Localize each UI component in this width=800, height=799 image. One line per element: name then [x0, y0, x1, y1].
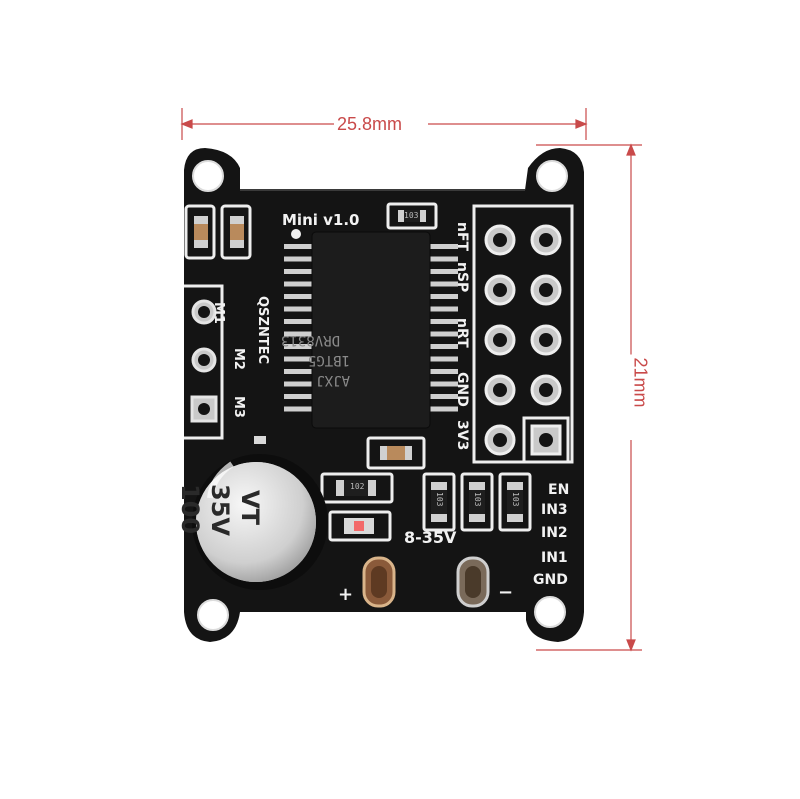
brand-label: QSZNTEC — [255, 296, 270, 365]
header-pad-square-outline — [522, 416, 570, 464]
chip-pin — [428, 406, 458, 412]
header-pad-hole — [539, 233, 553, 247]
chip-line-3: AJXJ — [316, 372, 350, 388]
motor-label-m2: M2 — [231, 348, 246, 370]
smd-code-102: 102 — [350, 482, 365, 491]
small-led-indicator — [254, 436, 266, 444]
signal-header-pads — [484, 224, 570, 464]
smd-code-b: 103 — [473, 492, 482, 507]
header-label-gnd: GND — [454, 372, 470, 407]
version-label: Mini v1.0 — [282, 211, 360, 229]
header-label-nft: nFT — [454, 222, 470, 252]
header-pad-hole — [539, 383, 553, 397]
header-pad-hole — [539, 333, 553, 347]
chip-pin — [284, 331, 314, 337]
chip-pin — [284, 244, 314, 249]
chip-pin — [428, 394, 458, 399]
chip-pin — [428, 281, 458, 287]
chip-pin — [428, 294, 458, 299]
plus-terminal-label: + — [338, 584, 354, 605]
chip-pin — [428, 244, 458, 249]
chip-pin — [284, 406, 314, 412]
chip-pin — [284, 369, 314, 374]
header-pad-hole — [493, 383, 507, 397]
chip-pin — [284, 294, 314, 299]
top-left-smd — [184, 204, 252, 260]
smd-code-top: 103 — [404, 211, 419, 220]
chip-pin — [284, 319, 314, 324]
power-voltage-label: 8-35V — [404, 528, 457, 547]
chip-pin — [284, 394, 314, 399]
chip-line-2: 1BTG5 — [307, 352, 350, 368]
header-label-nrt: nRT — [454, 318, 470, 348]
chip-pin — [284, 344, 314, 349]
height-dimension-label: 21mm — [629, 354, 651, 411]
input-label-in3: IN3 — [541, 502, 568, 518]
input-label-in2: IN2 — [541, 525, 568, 541]
minus-terminal-label: − — [498, 582, 514, 603]
chip-pin — [428, 269, 458, 274]
width-dimension-label: 25.8mm — [334, 114, 406, 135]
header-pad-hole — [539, 433, 553, 447]
chip-pin — [284, 256, 314, 262]
motor-label-m3: M3 — [231, 396, 246, 418]
input-label-in1: IN1 — [541, 550, 568, 566]
header-label-3v3: 3V3 — [454, 420, 470, 451]
capacitor-series: VT — [236, 490, 264, 525]
chip-pin — [428, 306, 458, 312]
capacitor-value: 100 — [176, 484, 204, 535]
capacitor-voltage: 35V — [206, 484, 234, 536]
chip-pin — [428, 356, 458, 362]
mid-resistor — [366, 436, 426, 470]
motor-label-m1: M1 — [211, 302, 226, 324]
drv-chip — [284, 229, 458, 429]
height-dimension — [536, 143, 642, 652]
power-led — [328, 510, 392, 542]
chip-pin — [428, 381, 458, 387]
chip-pin — [284, 269, 314, 274]
lower-resistors — [320, 472, 532, 532]
smd-code-a: 103 — [435, 492, 444, 507]
chip-pin — [428, 319, 458, 324]
chip-pin — [428, 344, 458, 349]
chip-pin — [284, 356, 314, 362]
motor-header-outline — [184, 284, 224, 440]
input-label-gnd: GND — [533, 572, 568, 588]
chip-line-1: DRV8313 — [280, 332, 340, 348]
chip-pin — [284, 381, 314, 387]
electrolytic-capacitor — [192, 454, 328, 590]
chip-pin — [428, 369, 458, 374]
header-pad-hole — [493, 283, 507, 297]
chip-pin — [428, 331, 458, 337]
header-pad-hole — [539, 283, 553, 297]
chip-pin — [284, 306, 314, 312]
smd-code-c: 103 — [511, 492, 520, 507]
power-pads — [362, 556, 490, 608]
header-pad-hole — [493, 433, 507, 447]
top-resistor — [386, 202, 438, 230]
input-label-en: EN — [548, 482, 570, 498]
mounting-holes — [192, 160, 568, 631]
chip-pin — [284, 281, 314, 287]
header-label-nsp: nSP — [454, 262, 470, 293]
header-pad-hole — [493, 333, 507, 347]
width-dimension — [180, 108, 588, 140]
chip-pin — [428, 256, 458, 262]
header-pad-hole — [493, 233, 507, 247]
